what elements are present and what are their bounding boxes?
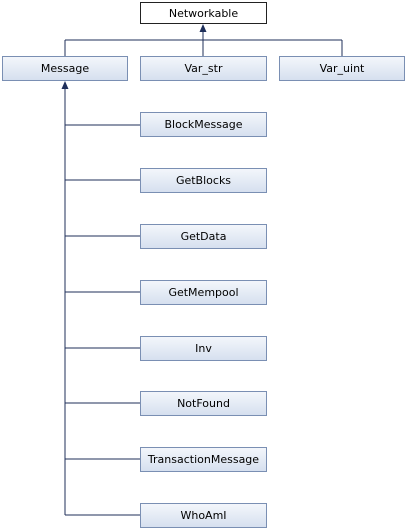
node-var-str-label: Var_str bbox=[184, 62, 223, 75]
node-getmempool-label: GetMempool bbox=[168, 286, 239, 299]
node-transactionmessage[interactable]: TransactionMessage bbox=[140, 447, 267, 472]
node-blockmessage[interactable]: BlockMessage bbox=[140, 112, 267, 137]
node-var-uint-label: Var_uint bbox=[319, 62, 365, 75]
node-networkable-label: Networkable bbox=[168, 6, 239, 20]
node-var-uint[interactable]: Var_uint bbox=[279, 56, 405, 81]
node-inv-label: Inv bbox=[195, 342, 212, 355]
node-message-label: Message bbox=[40, 62, 90, 75]
node-var-str[interactable]: Var_str bbox=[140, 56, 267, 81]
node-notfound-label: NotFound bbox=[177, 397, 230, 410]
node-getblocks-label: GetBlocks bbox=[175, 174, 232, 187]
node-getdata[interactable]: GetData bbox=[140, 224, 267, 249]
node-notfound[interactable]: NotFound bbox=[140, 391, 267, 416]
node-getdata-label: GetData bbox=[180, 230, 227, 243]
node-getblocks[interactable]: GetBlocks bbox=[140, 168, 267, 193]
node-whoami[interactable]: WhoAmI bbox=[140, 503, 267, 528]
edge-children-to-message bbox=[64, 83, 140, 516]
node-getmempool[interactable]: GetMempool bbox=[140, 280, 267, 305]
node-transactionmessage-label: TransactionMessage bbox=[147, 453, 260, 466]
node-inv[interactable]: Inv bbox=[140, 336, 267, 361]
node-networkable[interactable]: Networkable bbox=[140, 2, 267, 24]
arrowhead-message bbox=[61, 81, 69, 89]
node-blockmessage-label: BlockMessage bbox=[164, 118, 243, 131]
node-whoami-label: WhoAmI bbox=[180, 509, 227, 522]
arrowhead-networkable bbox=[199, 24, 207, 32]
node-message[interactable]: Message bbox=[2, 56, 128, 81]
